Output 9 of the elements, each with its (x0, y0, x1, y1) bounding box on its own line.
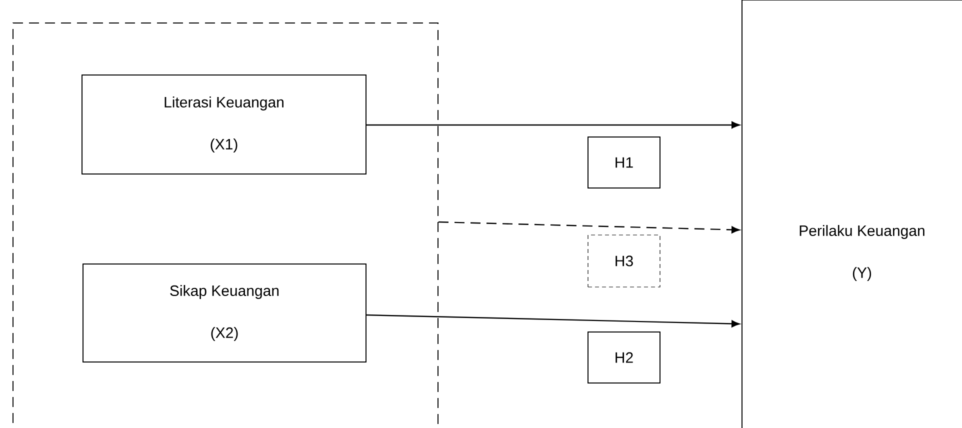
hypothesis-box: H2 (588, 332, 660, 384)
arrow (366, 314, 740, 328)
hypothesis-box: H3 (588, 234, 660, 288)
arrow (366, 121, 740, 129)
arrow (438, 221, 740, 234)
variable-box: Sikap Keuangan (X2) (82, 264, 366, 362)
variable-box: Literasi Keuangan (X1) (82, 74, 366, 174)
hypothesis-box: H1 (588, 136, 660, 188)
variable-box: Perilaku Keuangan (Y) (742, 0, 962, 428)
